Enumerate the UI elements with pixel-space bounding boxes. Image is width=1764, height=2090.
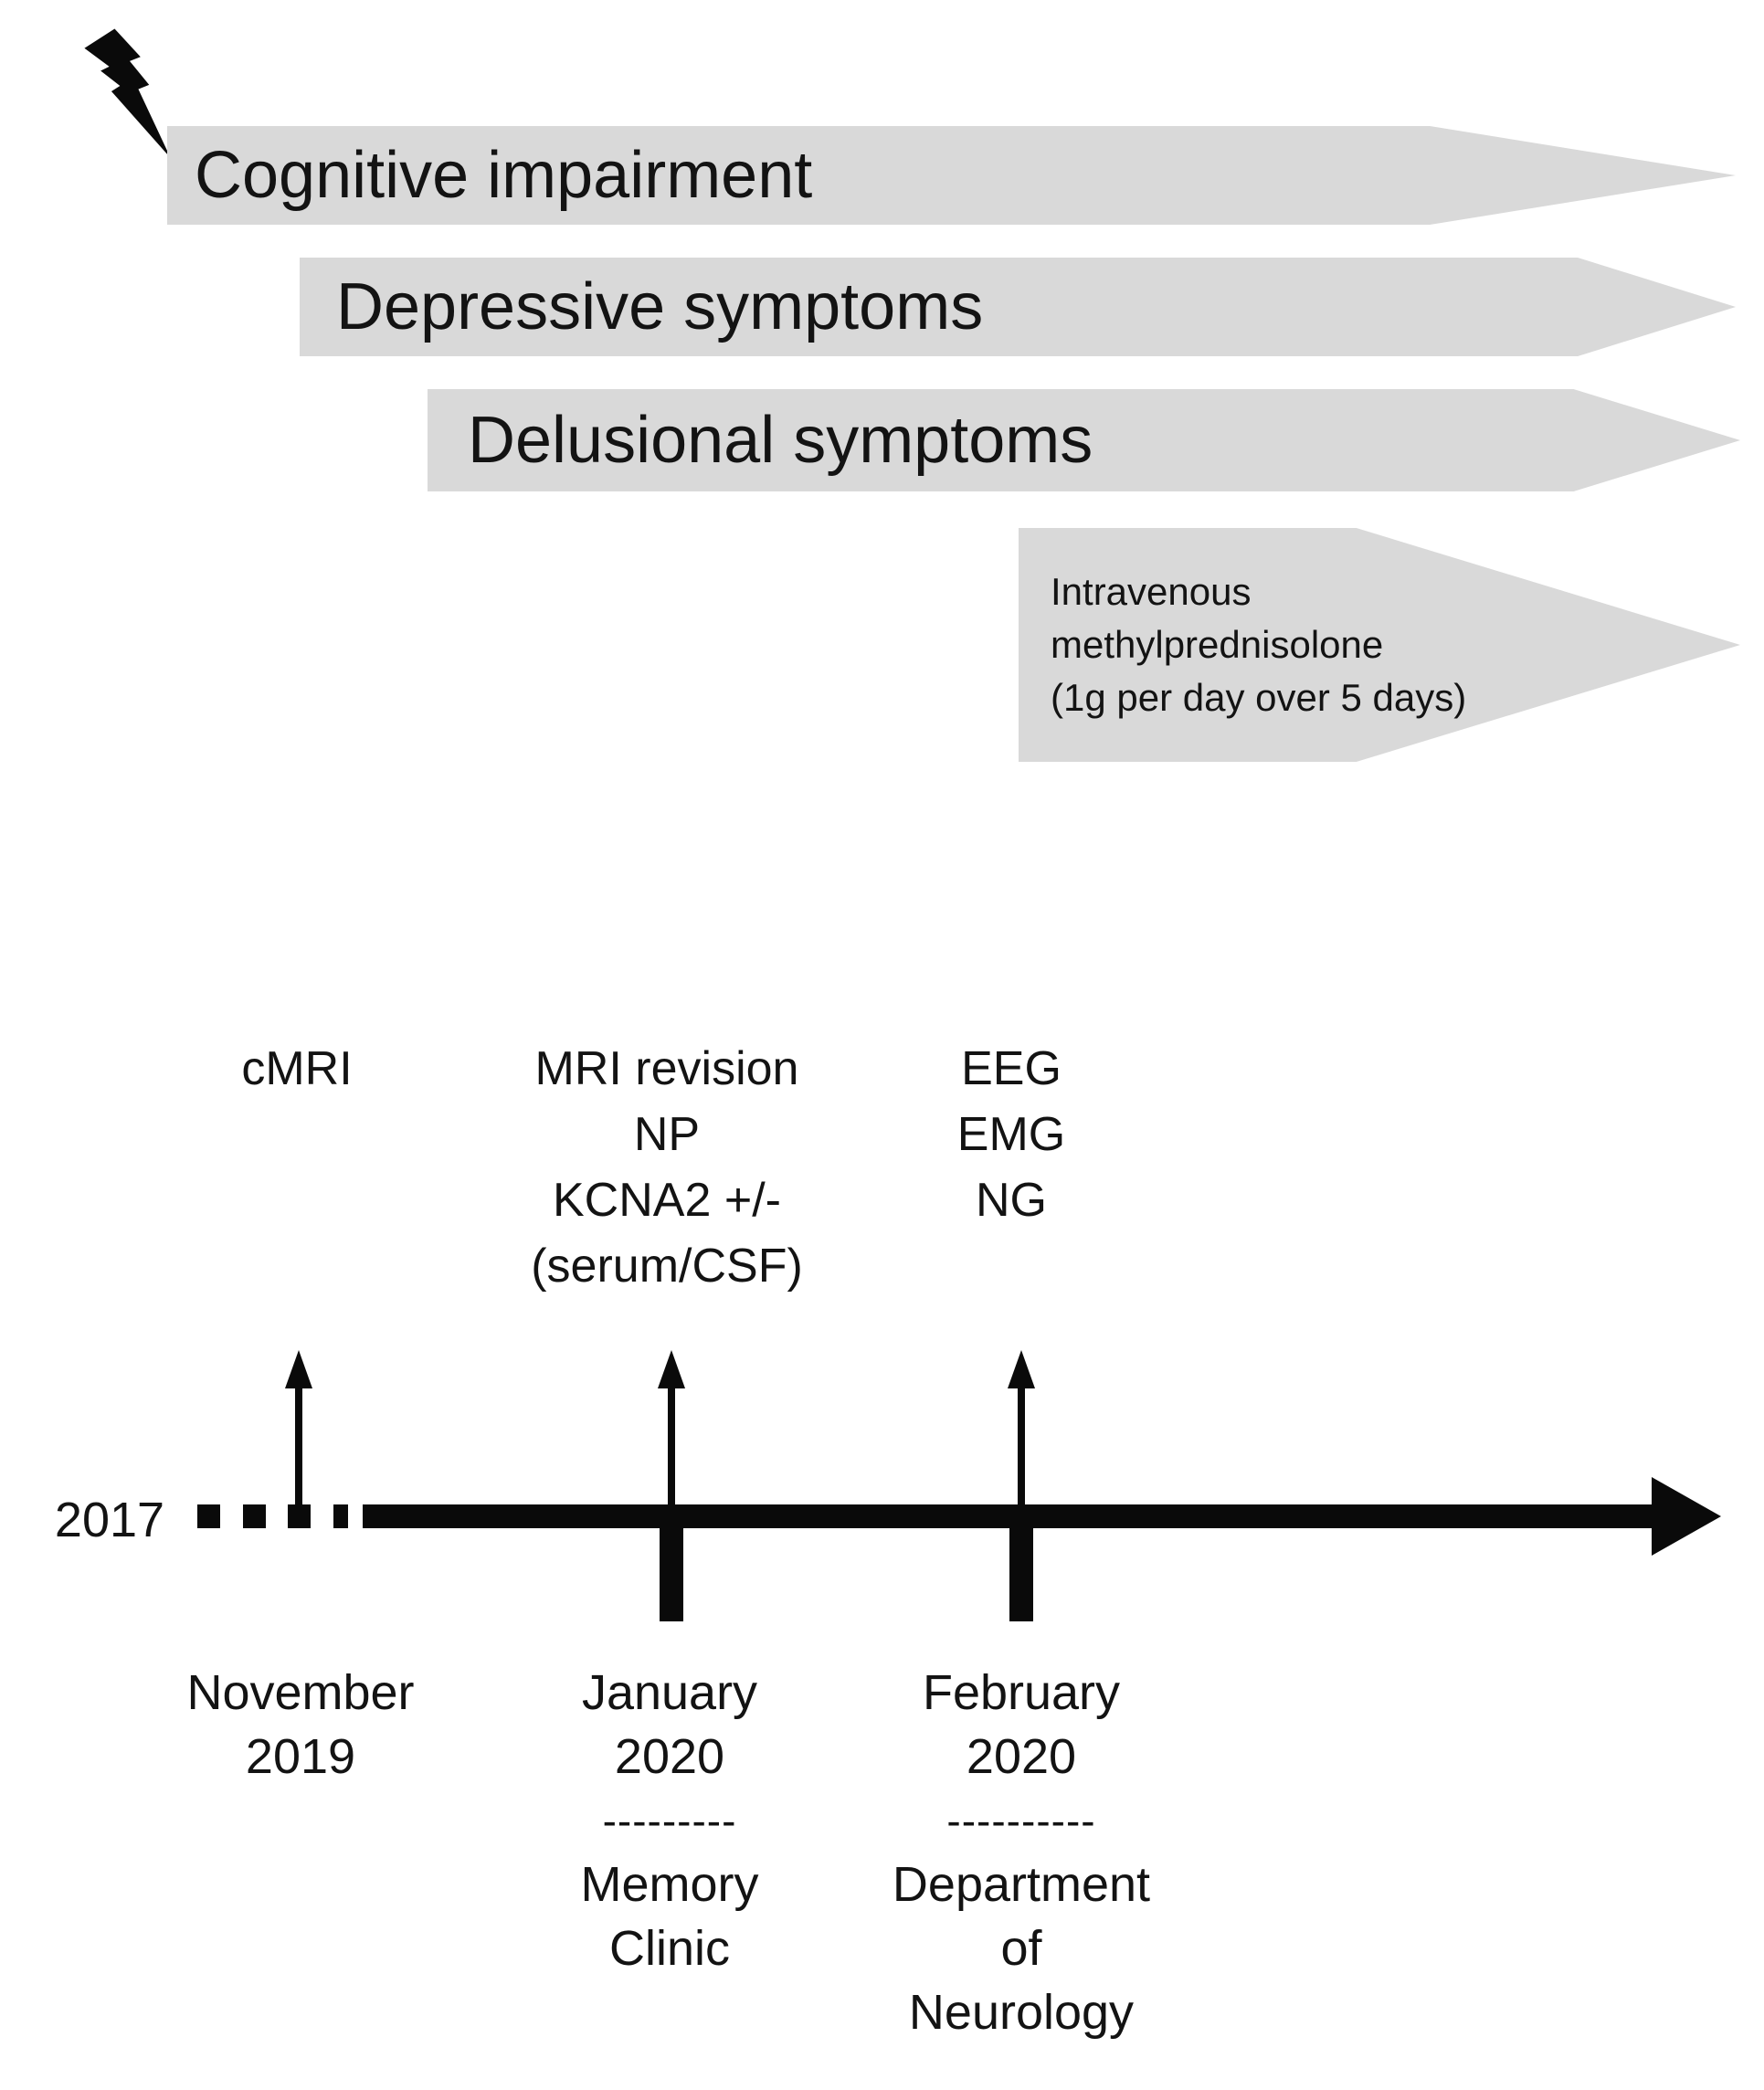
event-arrow-icon-january	[658, 1350, 685, 1388]
investigations-november: cMRI	[96, 1036, 498, 1102]
event-arrow-icon-february	[1008, 1350, 1035, 1388]
banner-label: Depressive symptoms	[336, 270, 984, 343]
investigation-line: (serum/CSF)	[531, 1240, 803, 1293]
timeline-arrowhead-icon	[1652, 1477, 1721, 1556]
timeline-dash-segment	[333, 1504, 348, 1528]
treatment-line: Intravenous	[1051, 570, 1252, 613]
event-november-2019: November 2019	[100, 1661, 502, 1789]
timeline-dash-segment	[197, 1504, 220, 1528]
timeline-tick-february	[1009, 1504, 1033, 1621]
banner-treatment-methylprednisolone: Intravenous methylprednisolone (1g per d…	[1019, 528, 1740, 762]
investigations-february: EEG EMG NG	[810, 1036, 1212, 1233]
investigation-line: EEG	[961, 1042, 1062, 1095]
banner-label: Delusional symptoms	[468, 404, 1093, 477]
event-arrow-icon-november	[285, 1350, 312, 1388]
treatment-line: methylprednisolone	[1051, 623, 1384, 666]
event-date-line: 2020	[966, 1729, 1077, 1784]
timeline-dash-segment	[243, 1504, 266, 1528]
event-arrow-shaft	[1018, 1387, 1025, 1505]
event-location-line: Department	[892, 1857, 1151, 1912]
treatment-line: (1g per day over 5 days)	[1051, 676, 1467, 719]
timeline-axis	[363, 1504, 1652, 1528]
event-date-line: 2019	[245, 1729, 356, 1784]
investigation-line: cMRI	[241, 1042, 353, 1095]
event-location-line: of	[1000, 1921, 1042, 1976]
timeline-tick-january	[660, 1504, 683, 1621]
banner-label: Cognitive impairment	[195, 139, 813, 212]
timeline-dash-segment	[288, 1504, 311, 1528]
banner-delusional-symptoms: Delusional symptoms	[428, 389, 1740, 491]
event-arrow-shaft	[295, 1387, 302, 1505]
event-date-line: November	[186, 1665, 415, 1720]
event-location-line: Neurology	[908, 1985, 1135, 2040]
treatment-text: Intravenous methylprednisolone (1g per d…	[1051, 565, 1466, 724]
investigation-line: NG	[976, 1174, 1047, 1227]
event-january-2020: January 2020 --------- Memory Clinic	[469, 1661, 871, 1980]
event-date-line: 2020	[614, 1729, 725, 1784]
banner-cognitive-impairment: Cognitive impairment	[167, 126, 1736, 225]
event-location-line: Memory	[580, 1857, 759, 1912]
event-february-2020: February 2020 ---------- Department of N…	[820, 1661, 1222, 2044]
timeline-start-year: 2017	[54, 1493, 165, 1547]
investigation-line: KCNA2 +/-	[553, 1174, 781, 1227]
banner-depressive-symptoms: Depressive symptoms	[300, 258, 1736, 356]
investigation-line: MRI revision	[534, 1042, 799, 1095]
event-date-line: January	[581, 1665, 758, 1720]
event-separator: ----------	[946, 1797, 1096, 1844]
lightning-bolt-icon	[84, 28, 171, 159]
investigations-january: MRI revision NP KCNA2 +/- (serum/CSF)	[466, 1036, 868, 1299]
event-location-line: Clinic	[608, 1921, 731, 1976]
investigation-line: EMG	[956, 1108, 1066, 1161]
investigation-line: NP	[633, 1108, 701, 1161]
event-date-line: February	[922, 1665, 1121, 1720]
event-arrow-shaft	[668, 1387, 675, 1505]
event-separator: ---------	[602, 1797, 737, 1844]
